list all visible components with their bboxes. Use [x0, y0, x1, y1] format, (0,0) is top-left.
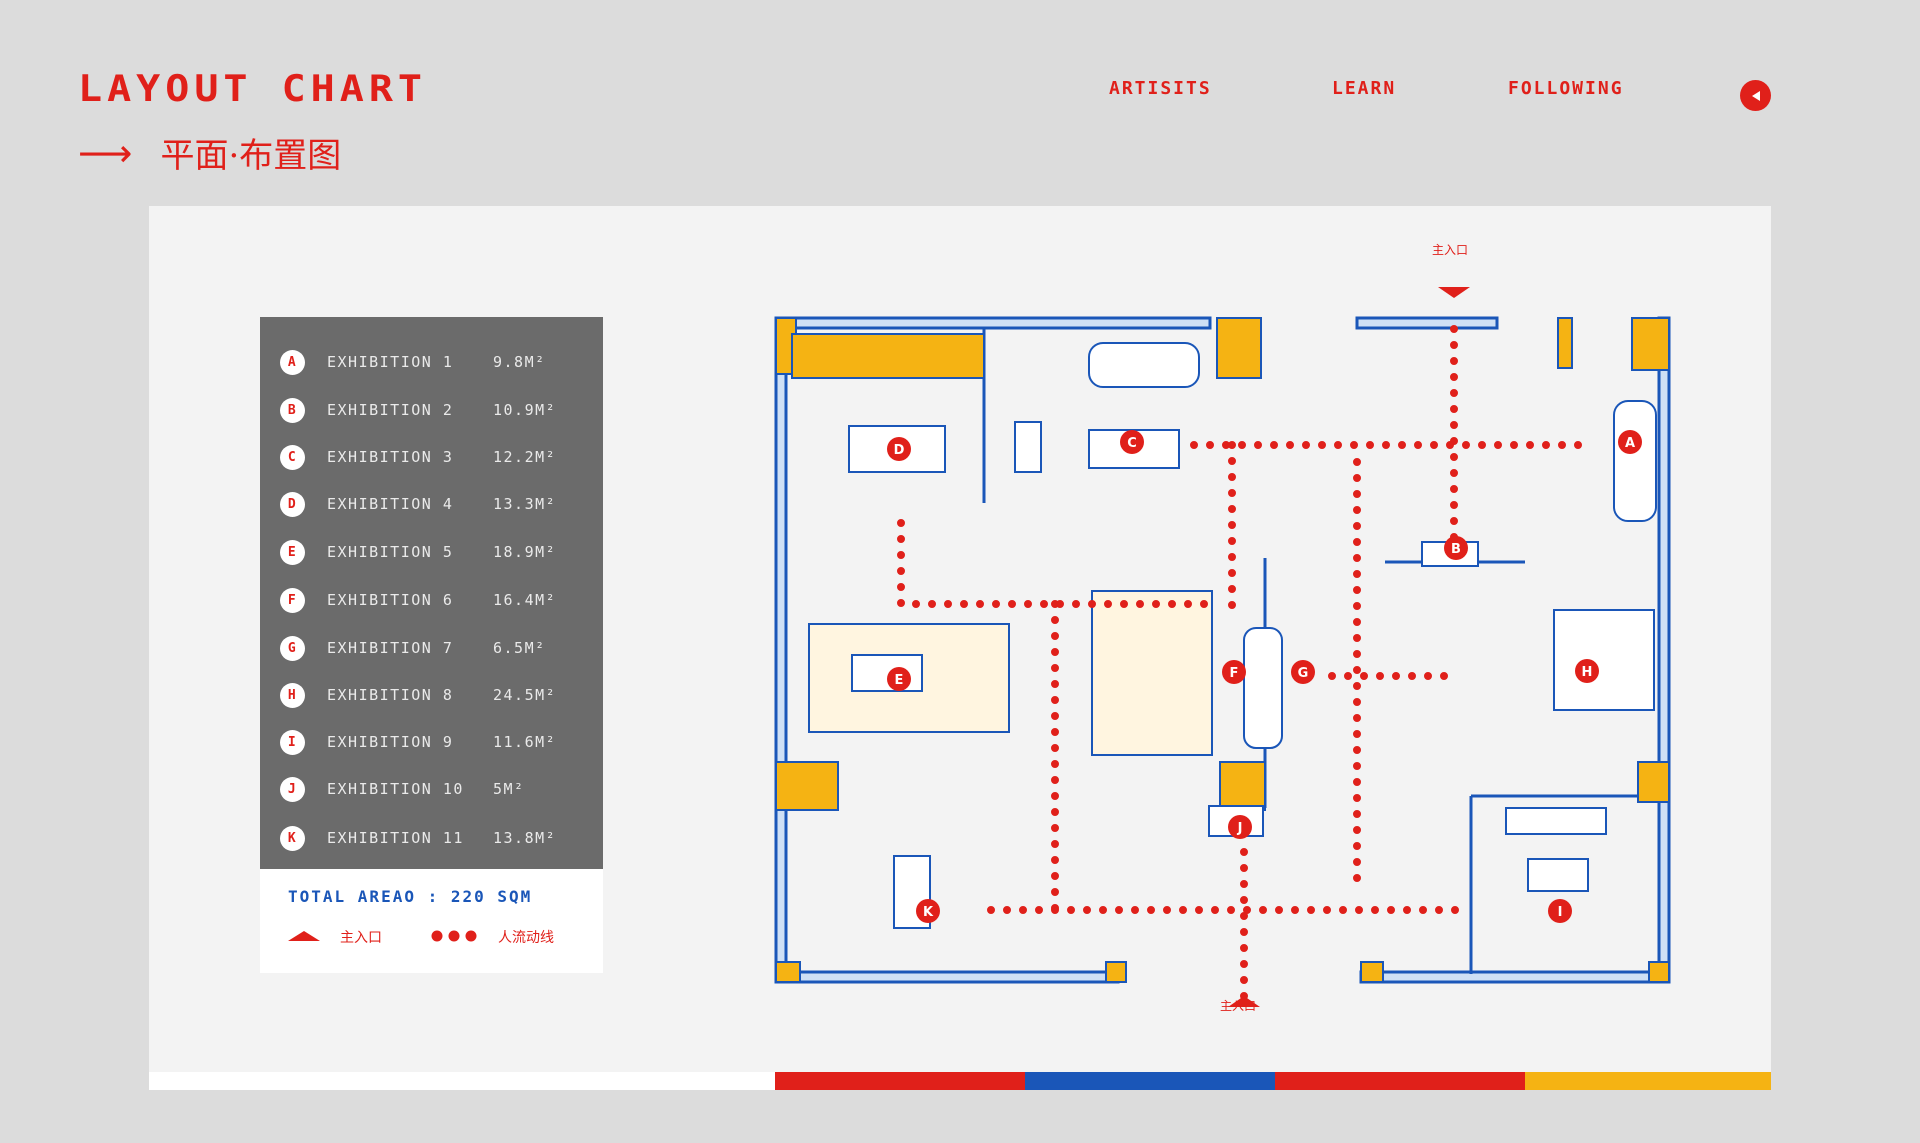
legend-name: EXHIBITION 11: [327, 829, 464, 847]
svg-text:H: H: [1582, 665, 1593, 680]
zone-marker-k[interactable]: K: [916, 899, 940, 923]
svg-text:I: I: [1558, 905, 1563, 920]
legend-area: 9.8M²: [493, 353, 546, 371]
zone-marker-b[interactable]: B: [1444, 536, 1468, 560]
svg-text:B: B: [1451, 542, 1461, 557]
legend-area: 13.8M²: [493, 829, 557, 847]
legend-badge: A: [280, 349, 305, 375]
legend-badge: D: [280, 491, 305, 517]
legend-item: E EXHIBITION 5 18.9M²: [280, 539, 556, 565]
legend-area: 13.3M²: [493, 495, 557, 513]
legend-item: G EXHIBITION 7 6.5M²: [280, 635, 546, 661]
legend-item: B EXHIBITION 2 10.9M²: [280, 397, 556, 423]
legend-name: EXHIBITION 8: [327, 686, 454, 704]
legend-name: EXHIBITION 4: [327, 495, 454, 513]
legend-name: EXHIBITION 6: [327, 591, 454, 609]
legend-item: D EXHIBITION 4 13.3M²: [280, 491, 556, 517]
legend-item: F EXHIBITION 6 16.4M²: [280, 587, 556, 613]
zone-marker-c[interactable]: C: [1120, 430, 1144, 454]
nav-learn[interactable]: LEARN: [1332, 78, 1397, 99]
legend-area: 5M²: [493, 780, 525, 798]
nav-following[interactable]: FOLLOWING: [1508, 78, 1624, 99]
color-bar-segment: [775, 1072, 1025, 1090]
svg-text:C: C: [1127, 436, 1137, 451]
legend-name: EXHIBITION 9: [327, 733, 454, 751]
legend-area: 18.9M²: [493, 543, 557, 561]
page-title: LAYOUT CHART: [78, 68, 427, 111]
entrance-bottom-label: 主入口: [1220, 999, 1256, 1013]
legend-area: 10.9M²: [493, 401, 557, 419]
back-button[interactable]: [1740, 80, 1771, 111]
flow-key-icon: [431, 930, 477, 942]
color-bar-segment: [1275, 1072, 1525, 1090]
legend-item: J EXHIBITION 10 5M²: [280, 776, 525, 802]
zone-marker-h[interactable]: H: [1575, 659, 1599, 683]
legend-area: 24.5M²: [493, 686, 557, 704]
zone-marker-g[interactable]: G: [1291, 660, 1315, 684]
zone-marker-e[interactable]: E: [887, 667, 911, 691]
legend-area: 6.5M²: [493, 639, 546, 657]
subtitle-text: 平面·布置图: [160, 136, 342, 176]
legend-list: A EXHIBITION 1 9.8M² B EXHIBITION 2 10.9M² C…: [260, 317, 603, 869]
color-bar-segment: [1525, 1072, 1771, 1090]
legend-area: 12.2M²: [493, 448, 557, 466]
legend-name: EXHIBITION 3: [327, 448, 454, 466]
furniture: [808, 342, 1657, 929]
legend-badge: J: [280, 776, 305, 802]
zone-marker-j[interactable]: J: [1228, 815, 1252, 839]
legend-footer: TOTAL AREAO : 220 SQM 主入口 人流动线: [260, 869, 603, 973]
entrance-key-icon: [288, 931, 320, 941]
flow-key-label: 人流动线: [498, 930, 554, 946]
arrow-right-icon: ⟶: [78, 130, 133, 175]
legend-name: EXHIBITION 10: [327, 780, 464, 798]
legend-badge: H: [280, 682, 305, 708]
nav-artisits[interactable]: ARTISITS: [1109, 78, 1212, 99]
svg-text:E: E: [895, 673, 904, 688]
svg-text:A: A: [1625, 436, 1635, 451]
floor-plan: 主入口 主入口 A B C D E F G H I J K: [774, 243, 1671, 1013]
legend-item: C EXHIBITION 3 12.2M²: [280, 444, 556, 470]
svg-text:D: D: [894, 443, 905, 458]
legend-name: EXHIBITION 1: [327, 353, 454, 371]
legend-name: EXHIBITION 5: [327, 543, 454, 561]
total-area: TOTAL AREAO : 220 SQM: [288, 887, 533, 906]
entrance-markers: 主入口 主入口: [1220, 243, 1470, 1013]
legend-badge: E: [280, 539, 305, 565]
color-bar-segment: [149, 1072, 775, 1090]
triangle-left-icon: [1751, 90, 1760, 101]
svg-text:F: F: [1230, 666, 1239, 681]
legend-badge: B: [280, 397, 305, 423]
legend-badge: F: [280, 587, 305, 613]
wall-columns: [775, 317, 1670, 983]
layout-panel: A EXHIBITION 1 9.8M² B EXHIBITION 2 10.9M² C…: [149, 206, 1771, 1090]
zone-marker-f[interactable]: F: [1222, 660, 1246, 684]
legend-item: I EXHIBITION 9 11.6M²: [280, 729, 556, 755]
legend-badge: C: [280, 444, 305, 470]
zone-marker-i[interactable]: I: [1548, 899, 1572, 923]
color-bar-segment: [1025, 1072, 1275, 1090]
legend-badge: I: [280, 729, 305, 755]
flow-paths: [897, 325, 1585, 1005]
zone-markers: A B C D E F G H I J K: [887, 430, 1642, 923]
legend-badge: K: [280, 825, 305, 851]
entrance-key-label: 主入口: [340, 930, 382, 946]
svg-text:G: G: [1298, 666, 1309, 681]
page-subtitle: ⟶ 平面·布置图: [78, 128, 341, 177]
zone-marker-a[interactable]: A: [1618, 430, 1642, 454]
legend-item: K EXHIBITION 11 13.8M²: [280, 825, 556, 851]
legend-badge: G: [280, 635, 305, 661]
color-bar: [149, 1072, 1771, 1090]
legend-area: 16.4M²: [493, 591, 557, 609]
legend-name: EXHIBITION 7: [327, 639, 454, 657]
legend-area: 11.6M²: [493, 733, 557, 751]
legend-name: EXHIBITION 2: [327, 401, 454, 419]
zone-marker-d[interactable]: D: [887, 437, 911, 461]
legend-item: H EXHIBITION 8 24.5M²: [280, 682, 556, 708]
entrance-top-label: 主入口: [1432, 243, 1468, 257]
svg-text:J: J: [1237, 821, 1243, 836]
legend-item: A EXHIBITION 1 9.8M²: [280, 349, 546, 375]
svg-text:K: K: [923, 905, 934, 920]
